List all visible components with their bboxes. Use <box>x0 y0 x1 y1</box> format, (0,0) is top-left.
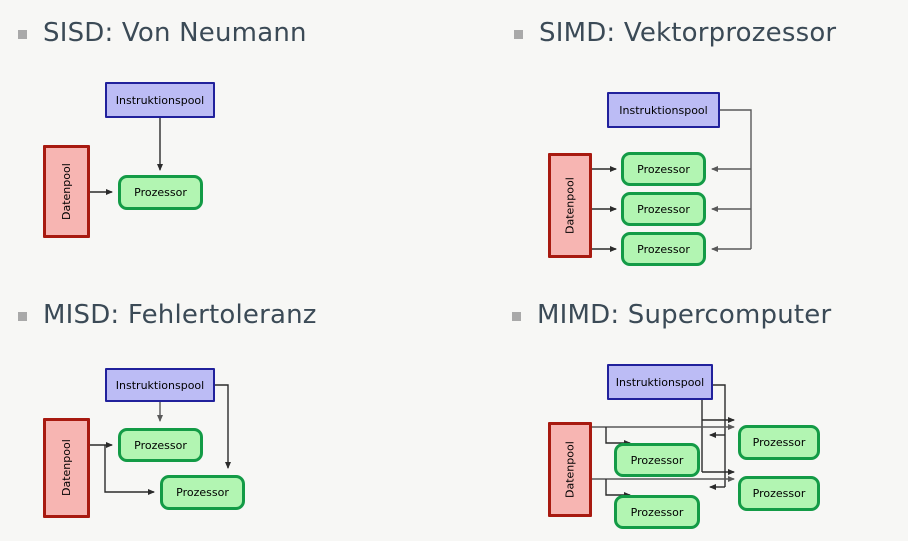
mimd-processor-right-1-label: Prozessor <box>752 436 806 449</box>
sisd-processor-1[interactable]: Prozessor <box>118 175 203 210</box>
simd-instruction-pool[interactable]: Instruktionspool <box>607 92 720 128</box>
misd-instruction-pool-label: Instruktionspool <box>115 378 205 392</box>
quadrant-simd: SIMD: Vektorprozessor Instruktionspool D… <box>454 0 908 280</box>
mimd-processor-right-2[interactable]: Prozessor <box>738 476 820 511</box>
simd-processor-1-label: Prozessor <box>637 162 690 176</box>
simd-processor-1[interactable]: Prozessor <box>621 152 706 186</box>
heading-mimd-label: MIMD: Supercomputer <box>537 300 832 330</box>
mimd-processor-left-2-label: Prozessor <box>630 505 684 519</box>
simd-data-pool-label: Datenpool <box>563 177 577 234</box>
mimd-processor-left-1[interactable]: Prozessor <box>614 443 700 477</box>
mimd-processor-right-2-label: Prozessor <box>752 487 806 500</box>
mimd-instruction-pool-label: Instruktionspool <box>615 375 705 389</box>
heading-sisd-label: SISD: Von Neumann <box>43 18 307 48</box>
mimd-processor-left-1-label: Prozessor <box>630 453 684 467</box>
mimd-data-pool-label: Datenpool <box>563 441 577 498</box>
simd-processor-2[interactable]: Prozessor <box>621 192 706 226</box>
simd-processor-3-label: Prozessor <box>637 242 690 256</box>
misd-processor-2-label: Prozessor <box>176 486 229 499</box>
sisd-instruction-pool-label: Instruktionspool <box>115 93 205 107</box>
mimd-processor-left-2[interactable]: Prozessor <box>614 495 700 529</box>
misd-data-pool-label: Datenpool <box>60 439 73 497</box>
simd-wires <box>592 109 752 252</box>
misd-processor-1-label: Prozessor <box>134 438 187 452</box>
misd-wires <box>90 384 231 495</box>
sisd-instruction-pool[interactable]: Instruktionspool <box>105 82 215 118</box>
mimd-data-pool[interactable]: Datenpool <box>548 422 592 517</box>
bullet-square-icon <box>18 30 27 39</box>
heading-misd-label: MISD: Fehlertoleranz <box>43 300 317 330</box>
misd-processor-2[interactable]: Prozessor <box>160 475 245 510</box>
mimd-instruction-pool[interactable]: Instruktionspool <box>607 364 713 400</box>
misd-data-pool[interactable]: Datenpool <box>43 418 90 518</box>
misd-instruction-pool[interactable]: Instruktionspool <box>105 368 215 402</box>
heading-mimd: MIMD: Supercomputer <box>512 302 831 328</box>
heading-misd: MISD: Fehlertoleranz <box>18 302 317 328</box>
simd-instruction-pool-label: Instruktionspool <box>619 103 708 117</box>
misd-processor-1[interactable]: Prozessor <box>118 428 203 462</box>
heading-sisd: SISD: Von Neumann <box>18 20 307 46</box>
simd-processor-2-label: Prozessor <box>637 202 690 216</box>
quadrant-misd: MISD: Fehlertoleranz Instruktionspool Da… <box>0 280 454 541</box>
heading-simd: SIMD: Vektorprozessor <box>514 20 836 46</box>
bullet-square-icon <box>18 312 27 321</box>
quadrant-sisd: SISD: Von Neumann Instruktionspool Daten… <box>0 0 454 280</box>
simd-processor-3[interactable]: Prozessor <box>621 232 706 266</box>
bullet-square-icon <box>514 30 523 39</box>
simd-data-pool[interactable]: Datenpool <box>548 153 592 258</box>
sisd-wires <box>90 118 163 195</box>
sisd-processor-1-label: Prozessor <box>134 186 187 199</box>
sisd-data-pool[interactable]: Datenpool <box>43 145 90 238</box>
heading-simd-label: SIMD: Vektorprozessor <box>539 18 837 48</box>
sisd-data-pool-label: Datenpool <box>60 163 73 220</box>
mimd-processor-right-1[interactable]: Prozessor <box>738 425 820 460</box>
quadrant-mimd: MIMD: Supercomputer Instruktionspool <box>454 280 908 541</box>
bullet-square-icon <box>512 312 521 321</box>
